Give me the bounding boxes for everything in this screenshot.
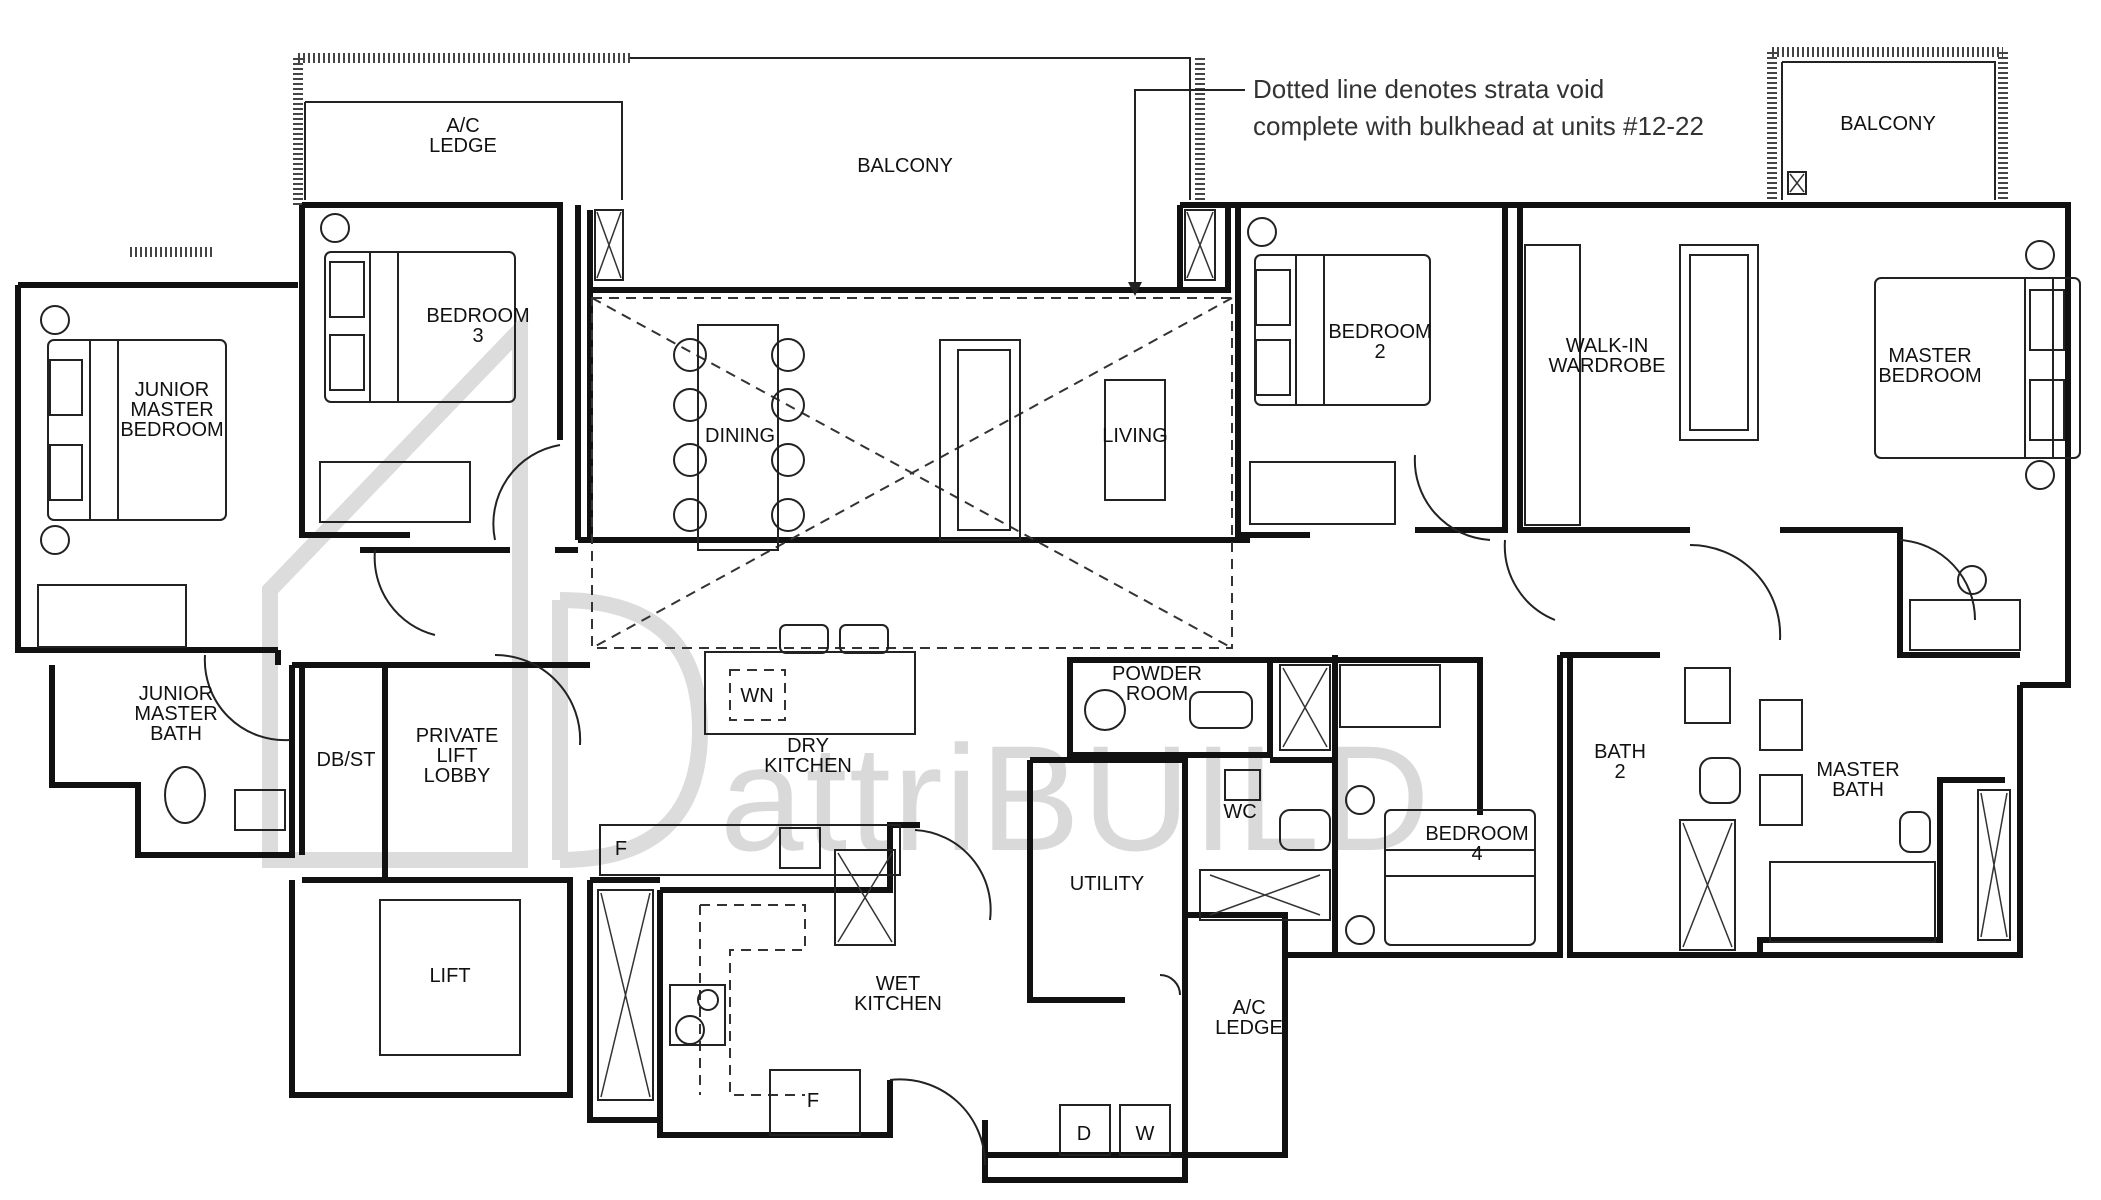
room-label-line: LIFT: [436, 745, 477, 767]
note-line-2: complete with bulkhead at units #12-22: [1253, 111, 1704, 141]
room-label-dryer: D: [1077, 1123, 1091, 1145]
room-label-line: LEDGE: [429, 135, 497, 157]
room-label-wn: WN: [740, 685, 773, 707]
room-label-line: 2: [1374, 341, 1385, 363]
room-label-line: MASTER: [130, 399, 213, 421]
room-label-line: A/C: [446, 115, 479, 137]
room-label-line: BALCONY: [857, 155, 953, 177]
room-label-dining: DINING: [705, 425, 775, 447]
room-label-line: BEDROOM: [1425, 823, 1528, 845]
room-label-line: BATH: [150, 723, 202, 745]
room-label-line: KITCHEN: [764, 755, 852, 777]
doors: [203, 444, 1977, 1166]
room-label-line: UTILITY: [1070, 873, 1144, 895]
room-label-line: JUNIOR: [135, 379, 209, 401]
room-label-line: MASTER: [134, 703, 217, 725]
room-label-line: 2: [1614, 761, 1625, 783]
room-label-line: 3: [472, 325, 483, 347]
room-label-utility: UTILITY: [1070, 873, 1144, 895]
room-label-line: LEDGE: [1215, 1017, 1283, 1039]
room-label-line: F: [807, 1090, 819, 1112]
room-label-line: BATH: [1832, 779, 1884, 801]
room-label-line: 4: [1471, 843, 1482, 865]
room-label-line: DINING: [705, 425, 775, 447]
room-label-line: D: [1077, 1123, 1091, 1145]
note-leader: [1128, 89, 1245, 296]
room-label-line: LIVING: [1102, 425, 1168, 447]
room-label-line: BATH: [1594, 741, 1646, 763]
room-label-line: POWDER: [1112, 663, 1202, 685]
room-label-line: W: [1136, 1123, 1155, 1145]
room-label-washer: W: [1136, 1123, 1155, 1145]
room-label-line: WN: [740, 685, 773, 707]
strata-void-note: Dotted line denotes strata void complete…: [1253, 74, 1704, 141]
room-label-line: DRY: [787, 735, 829, 757]
room-label-fridge-wet: F: [807, 1090, 819, 1112]
room-label-line: MASTER: [1888, 345, 1971, 367]
room-label-line: KITCHEN: [854, 993, 942, 1015]
walls: [15, 202, 2071, 1183]
room-label-line: ROOM: [1126, 683, 1188, 705]
room-label-line: JUNIOR: [139, 683, 213, 705]
room-label-line: LOBBY: [424, 765, 491, 787]
room-label-line: BEDROOM: [120, 419, 223, 441]
room-label-db-st: DB/ST: [317, 749, 376, 771]
room-label-lift: LIFT: [429, 965, 470, 987]
room-label-line: WET: [876, 973, 920, 995]
room-label-line: BEDROOM: [1328, 321, 1431, 343]
room-label-line: BALCONY: [1840, 113, 1936, 135]
room-label-line: MASTER: [1816, 759, 1899, 781]
room-label-line: WC: [1223, 801, 1256, 823]
room-label-line: BEDROOM: [426, 305, 529, 327]
room-label-living: LIVING: [1102, 425, 1168, 447]
balcony-structures: [130, 47, 2008, 257]
room-label-line: BEDROOM: [1878, 365, 1981, 387]
room-label-fridge-dry: F: [615, 838, 627, 860]
room-label-line: F: [615, 838, 627, 860]
room-label-balcony-main: BALCONY: [857, 155, 953, 177]
furniture: [37, 209, 2081, 1156]
note-line-1: Dotted line denotes strata void: [1253, 74, 1604, 104]
room-label-wc: WC: [1223, 801, 1256, 823]
room-label-line: LIFT: [429, 965, 470, 987]
room-label-balcony-master: BALCONY: [1840, 113, 1936, 135]
room-label-line: WALK-IN: [1566, 335, 1649, 357]
room-label-line: DB/ST: [317, 749, 376, 771]
room-label-line: PRIVATE: [416, 725, 499, 747]
room-label-line: A/C: [1232, 997, 1265, 1019]
room-label-line: WARDROBE: [1548, 355, 1665, 377]
